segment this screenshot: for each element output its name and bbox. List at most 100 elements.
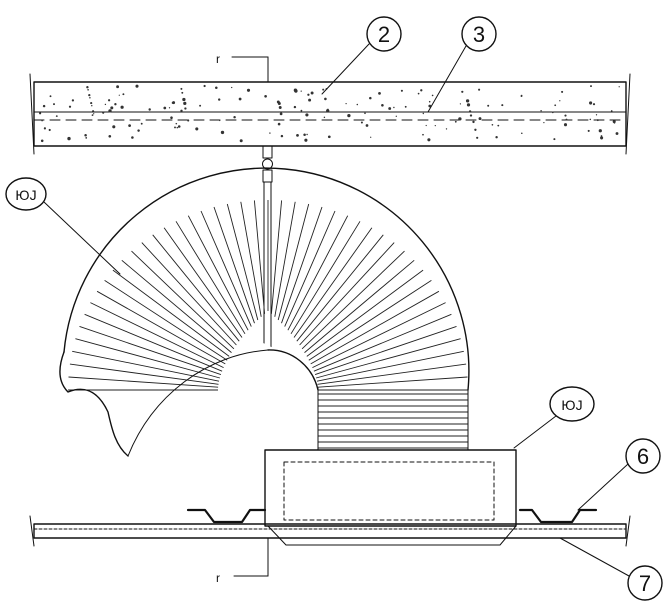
concrete-speck xyxy=(540,110,542,112)
concrete-speck xyxy=(364,112,366,115)
duct-corrugation xyxy=(84,313,223,372)
duct-corrugation xyxy=(200,210,252,327)
concrete-speck xyxy=(587,129,590,132)
concrete-speck xyxy=(264,94,267,98)
concrete-speck xyxy=(478,117,482,121)
concrete-speck xyxy=(521,132,523,134)
duct-corrugation xyxy=(314,325,457,376)
concrete-speck xyxy=(422,112,424,115)
concrete-speck xyxy=(554,104,557,107)
concrete-speck xyxy=(589,101,593,105)
hanger-rod xyxy=(262,145,273,351)
concrete-speck xyxy=(388,107,392,110)
concrete-speck xyxy=(303,133,306,137)
concrete-speck xyxy=(168,107,171,109)
concrete-speck xyxy=(174,126,176,129)
concrete-speck xyxy=(468,110,472,113)
concrete-speck xyxy=(182,97,186,102)
concrete-speck xyxy=(393,106,395,109)
bottom-reference-label: r xyxy=(216,571,220,585)
concrete-speck xyxy=(356,103,359,106)
concrete-speck xyxy=(49,95,52,98)
concrete-speck xyxy=(183,101,187,106)
concrete-speck xyxy=(177,125,181,128)
concrete-speck xyxy=(238,97,242,101)
concrete-speck xyxy=(305,113,309,117)
concrete-speck xyxy=(277,122,281,126)
concrete-speck xyxy=(345,102,347,105)
concrete-speck xyxy=(278,106,282,109)
duct-corrugation xyxy=(281,206,323,324)
duct-corrugation xyxy=(72,350,220,382)
concrete-speck xyxy=(107,99,111,102)
tag-duct-label: ЮЈ xyxy=(15,187,36,203)
duct-corrugation xyxy=(315,338,461,379)
concrete-speck xyxy=(434,124,436,127)
duct-corrugation xyxy=(213,206,255,324)
concrete-speck xyxy=(280,134,284,138)
concrete-speck xyxy=(589,118,592,121)
concrete-speck xyxy=(610,110,613,112)
concrete-speck xyxy=(501,104,504,107)
duct-corrugation xyxy=(313,313,452,372)
concrete-speck xyxy=(41,119,43,122)
duct-corrugation xyxy=(112,269,230,357)
concrete-speck xyxy=(175,122,178,125)
concrete-speck xyxy=(474,128,477,131)
duct-corrugation xyxy=(290,221,361,335)
concrete-speck xyxy=(592,103,596,106)
duct-corrugation xyxy=(299,242,395,346)
concrete-speck xyxy=(310,91,314,95)
concrete-speck xyxy=(140,122,143,125)
tag-box: ЮЈ xyxy=(513,386,595,449)
concrete-speck xyxy=(215,86,218,89)
concrete-speck xyxy=(171,101,174,104)
concrete-speck xyxy=(199,104,202,107)
concrete-speck xyxy=(365,124,369,127)
concrete-speck xyxy=(89,97,91,99)
concrete-speck xyxy=(39,112,42,115)
tag-box-label: ЮЈ xyxy=(561,397,582,413)
duct-corrugation xyxy=(131,250,235,350)
concrete-speck xyxy=(114,103,117,106)
concrete-speck xyxy=(543,121,545,124)
concrete-speck xyxy=(91,114,94,116)
concrete-speck xyxy=(422,133,424,136)
concrete-speck xyxy=(458,117,462,121)
concrete-speck xyxy=(43,127,47,130)
callout-3: 3 xyxy=(427,16,497,113)
concrete-speck xyxy=(184,107,187,110)
duct-corrugation xyxy=(79,325,222,376)
concrete-speck xyxy=(427,138,431,142)
concrete-speck xyxy=(102,111,105,114)
concrete-speck xyxy=(378,92,381,95)
concrete-speck xyxy=(84,133,87,137)
concrete-speck xyxy=(559,100,561,102)
concrete-speck xyxy=(428,100,431,103)
concrete-speck xyxy=(85,137,88,139)
concrete-speck xyxy=(495,136,498,139)
concrete-speck xyxy=(561,90,564,93)
concrete-speck xyxy=(104,103,107,106)
concrete-speck xyxy=(381,104,384,107)
concrete-speck xyxy=(92,110,95,113)
concrete-speck xyxy=(369,96,372,100)
ceiling-board xyxy=(29,515,631,547)
concrete-speck xyxy=(220,130,225,135)
concrete-speck xyxy=(565,118,568,121)
duct-corrugation xyxy=(287,215,349,331)
concrete-speck xyxy=(40,139,44,143)
concrete-speck xyxy=(300,109,303,112)
diffuser-box xyxy=(264,449,517,546)
concrete-speck xyxy=(425,124,427,127)
concrete-speck xyxy=(176,126,179,129)
concrete-speck xyxy=(48,128,51,132)
bottom-reference-mark: r xyxy=(216,537,269,585)
duct-corrugation xyxy=(68,376,219,388)
duct-corrugation xyxy=(163,227,243,338)
duct-corrugation xyxy=(121,259,232,353)
duct-corrugation xyxy=(310,290,440,365)
concrete-speck xyxy=(135,84,139,88)
duct-corrugation xyxy=(317,363,467,385)
duct-corrugation xyxy=(274,201,296,317)
